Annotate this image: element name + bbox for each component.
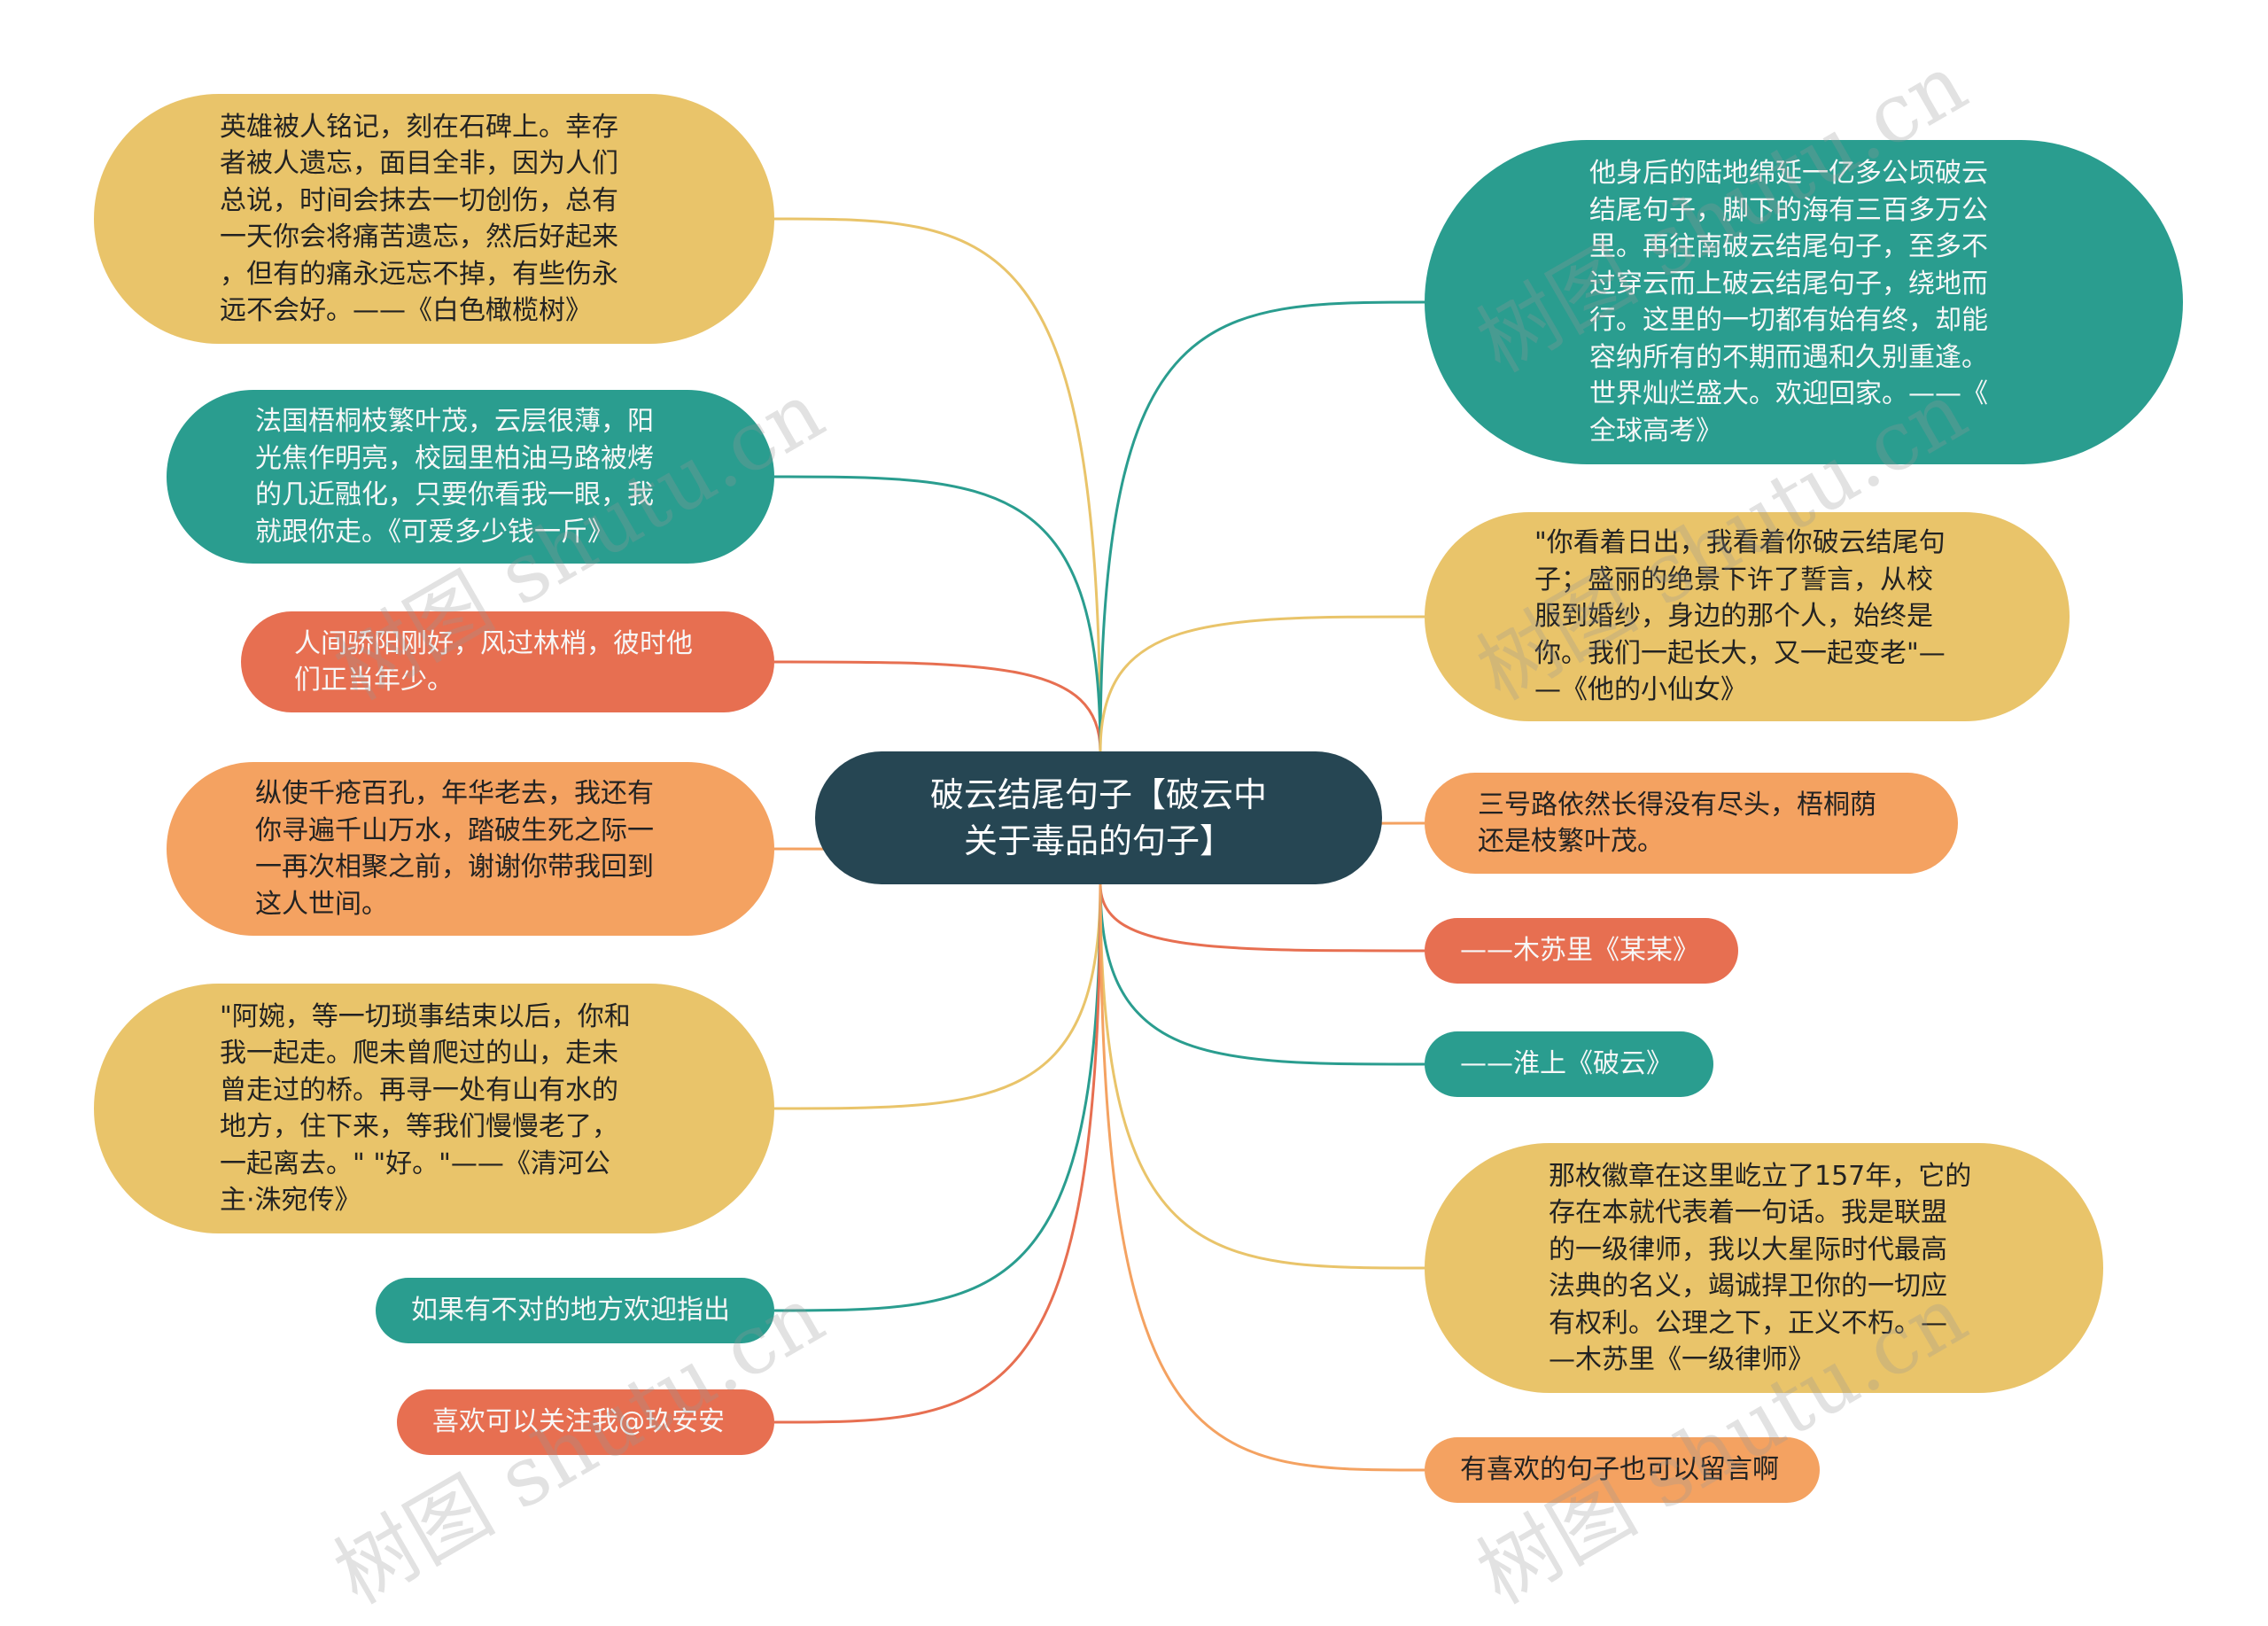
text-line: 人间骄阳刚好，风过林梢，彼时他	[294, 627, 693, 659]
text-line: 容纳所有的不期而遇和久别重逢。	[1589, 341, 1988, 373]
left-connector-5	[773, 883, 1102, 1110]
text-line: 我一起走。爬未曾爬过的山，走未	[220, 1038, 618, 1069]
left-connector-3	[773, 660, 1102, 752]
connector-lines	[773, 217, 1425, 1472]
text-line: 远不会好。——《白色橄榄树》	[220, 295, 592, 326]
right-topic-1-text: 他身后的陆地绵延一亿多公顷破云结尾句子，脚下的海有三百多万公里。再往南破云结尾句…	[1589, 155, 1988, 449]
right-topic-3-text: 三号路依然长得没有尽头，梧桐荫还是枝繁叶茂。	[1478, 787, 1876, 860]
left-topic-7[interactable]: 喜欢可以关注我@玖安安	[397, 1389, 774, 1455]
left-topic-1-text: 英雄被人铭记，刻在石碑上。幸存者被人遗忘，面目全非，因为人们总说，时间会抹去一切…	[220, 109, 618, 330]
text-line: 他身后的陆地绵延一亿多公顷破云	[1589, 158, 1988, 189]
right-connector-7	[1099, 883, 1425, 1472]
left-topic-2[interactable]: 法国梧桐枝繁叶茂，云层很薄，阳光焦作明亮，校园里柏油马路被烤的几近融化，只要你看…	[167, 390, 774, 564]
left-topic-2-text: 法国梧桐枝繁叶茂，云层很薄，阳光焦作明亮，校园里柏油马路被烤的几近融化，只要你看…	[255, 403, 654, 550]
text-line: 的几近融化，只要你看我一眼，我	[255, 479, 654, 510]
text-line: 有喜欢的句子也可以留言啊	[1460, 1454, 1779, 1486]
text-line: 一再次相聚之前，谢谢你带我回到	[255, 852, 654, 883]
left-topic-7-text: 喜欢可以关注我@玖安安	[432, 1404, 725, 1441]
right-topic-2-text: "你看着日出，我看着你破云结尾句子；盛丽的绝景下许了誓言，从校服到婚纱，身边的那…	[1534, 525, 1946, 709]
text-line: 法国梧桐枝繁叶茂，云层很薄，阳	[255, 406, 654, 437]
left-topic-4-text: 纵使千疮百孔，年华老去，我还有你寻遍千山万水，踏破生死之际一一再次相聚之前，谢谢…	[255, 775, 654, 922]
text-line: 世界灿烂盛大。欢迎回家。——《	[1589, 378, 1988, 409]
text-line: 三号路依然长得没有尽头，梧桐荫	[1478, 789, 1876, 821]
right-connector-4	[1099, 883, 1425, 953]
right-connector-1	[1099, 300, 1425, 752]
right-topic-4[interactable]: ——木苏里《某某》	[1425, 918, 1738, 984]
right-topic-4-text: ——木苏里《某某》	[1460, 932, 1699, 969]
text-line: ，但有的痛永远忘不掉，有些伤永	[220, 258, 618, 290]
text-line: 曾走过的桥。再寻一处有山有水的	[220, 1074, 618, 1106]
text-line: —木苏里《一级律师》	[1549, 1344, 1814, 1375]
right-connector-5	[1099, 883, 1425, 1066]
right-topic-7-text: 有喜欢的句子也可以留言啊	[1460, 1451, 1779, 1489]
left-topic-5[interactable]: "阿婉，等一切琐事结束以后，你和我一起走。爬未曾爬过的山，走未曾走过的桥。再寻一…	[94, 984, 774, 1233]
central-topic-text: 破云结尾句子【破云中关于毒品的句子】	[929, 775, 1267, 860]
right-topic-1[interactable]: 他身后的陆地绵延一亿多公顷破云结尾句子，脚下的海有三百多万公里。再往南破云结尾句…	[1425, 140, 2183, 464]
mind-map-canvas: 破云结尾句子【破云中关于毒品的句子】 英雄被人铭记，刻在石碑上。幸存者被人遗忘，…	[94, 36, 2183, 1622]
right-topic-2[interactable]: "你看着日出，我看着你破云结尾句子；盛丽的绝景下许了誓言，从校服到婚纱，身边的那…	[1425, 512, 2070, 721]
right-topic-7[interactable]: 有喜欢的句子也可以留言啊	[1425, 1437, 1820, 1503]
text-line: 们正当年少。	[294, 665, 454, 696]
text-line: ——淮上《破云》	[1460, 1048, 1673, 1080]
text-line: 还是枝繁叶茂。	[1478, 826, 1664, 857]
left-connector-1	[773, 217, 1102, 752]
text-line: 主·洙宛传》	[220, 1185, 361, 1216]
right-connector-6	[1099, 883, 1425, 1270]
right-topic-6[interactable]: 那枚徽章在这里屹立了157年，它的存在本就代表着一句话。我是联盟的一级律师，我以…	[1425, 1143, 2103, 1393]
right-topic-5-text: ——淮上《破云》	[1460, 1046, 1673, 1083]
left-connector-6	[773, 883, 1102, 1312]
text-line: 一起离去。" "好。"——《清河公	[220, 1148, 610, 1179]
text-line: 就跟你走。《可爱多少钱一斤》	[255, 516, 614, 548]
text-line: "阿婉，等一切琐事结束以后，你和	[220, 1000, 631, 1032]
text-line: 有权利。公理之下，正义不朽。—	[1549, 1307, 1947, 1339]
right-connector-2	[1099, 615, 1425, 752]
left-topic-3-text: 人间骄阳刚好，风过林梢，彼时他们正当年少。	[294, 626, 693, 699]
left-topic-6-text: 如果有不对的地方欢迎指出	[411, 1292, 730, 1329]
text-line: 的一级律师，我以大星际时代最高	[1549, 1233, 1947, 1265]
text-line: 者被人遗忘，面目全非，因为人们	[220, 148, 618, 179]
right-topic-6-text: 那枚徽章在这里屹立了157年，它的存在本就代表着一句话。我是联盟的一级律师，我以…	[1549, 1158, 1971, 1379]
text-line: 你寻遍千山万水，踏破生死之际一	[255, 814, 654, 846]
left-connector-2	[773, 475, 1102, 752]
text-line: 你。我们一起长大，又一起变老"—	[1534, 637, 1946, 669]
left-connector-7	[773, 883, 1102, 1424]
text-line: 结尾句子，脚下的海有三百多万公	[1589, 194, 1988, 226]
text-line: 一天你会将痛苦遗忘，然后好起来	[220, 222, 618, 253]
text-line: —《他的小仙女》	[1534, 674, 1747, 706]
text-line: 法典的名义，竭诚捍卫你的一切应	[1549, 1271, 1947, 1302]
left-topic-6[interactable]: 如果有不对的地方欢迎指出	[376, 1278, 774, 1343]
text-line: 地方，住下来，等我们慢慢老了，	[220, 1111, 618, 1142]
central-topic[interactable]: 破云结尾句子【破云中关于毒品的句子】	[815, 751, 1382, 884]
right-topic-5[interactable]: ——淮上《破云》	[1425, 1031, 1713, 1097]
text-line: 喜欢可以关注我@玖安安	[432, 1406, 725, 1438]
left-topic-5-text: "阿婉，等一切琐事结束以后，你和我一起走。爬未曾爬过的山，走未曾走过的桥。再寻一…	[220, 999, 631, 1219]
text-line: 纵使千疮百孔，年华老去，我还有	[255, 778, 654, 809]
text-line: 英雄被人铭记，刻在石碑上。幸存	[220, 111, 618, 143]
text-line: 这人世间。	[255, 888, 388, 920]
left-topic-4[interactable]: 纵使千疮百孔，年华老去，我还有你寻遍千山万水，踏破生死之际一一再次相聚之前，谢谢…	[167, 762, 774, 936]
text-line: 总说，时间会抹去一切创伤，总有	[220, 184, 618, 216]
text-line: 光焦作明亮，校园里柏油马路被烤	[255, 442, 654, 474]
left-topic-3[interactable]: 人间骄阳刚好，风过林梢，彼时他们正当年少。	[241, 611, 774, 712]
text-line: 服到婚纱，身边的那个人，始终是	[1534, 601, 1933, 633]
right-topic-3[interactable]: 三号路依然长得没有尽头，梧桐荫还是枝繁叶茂。	[1425, 773, 1958, 874]
text-line: 子；盛丽的绝景下许了誓言，从校	[1534, 564, 1933, 595]
text-line: 行。这里的一切都有始有终，却能	[1589, 305, 1988, 336]
left-topic-1[interactable]: 英雄被人铭记，刻在石碑上。幸存者被人遗忘，面目全非，因为人们总说，时间会抹去一切…	[94, 94, 774, 344]
text-line: ——木苏里《某某》	[1460, 935, 1699, 967]
text-line: 过穿云而上破云结尾句子，绕地而	[1589, 268, 1988, 300]
text-line: 如果有不对的地方欢迎指出	[411, 1295, 730, 1326]
text-line: 全球高考》	[1589, 415, 1722, 447]
text-line: "你看着日出，我看着你破云结尾句	[1534, 527, 1946, 559]
text-line: 存在本就代表着一句话。我是联盟	[1549, 1197, 1947, 1228]
text-line: 那枚徽章在这里屹立了157年，它的	[1549, 1160, 1972, 1192]
text-line: 里。再往南破云结尾句子，至多不	[1589, 231, 1988, 262]
